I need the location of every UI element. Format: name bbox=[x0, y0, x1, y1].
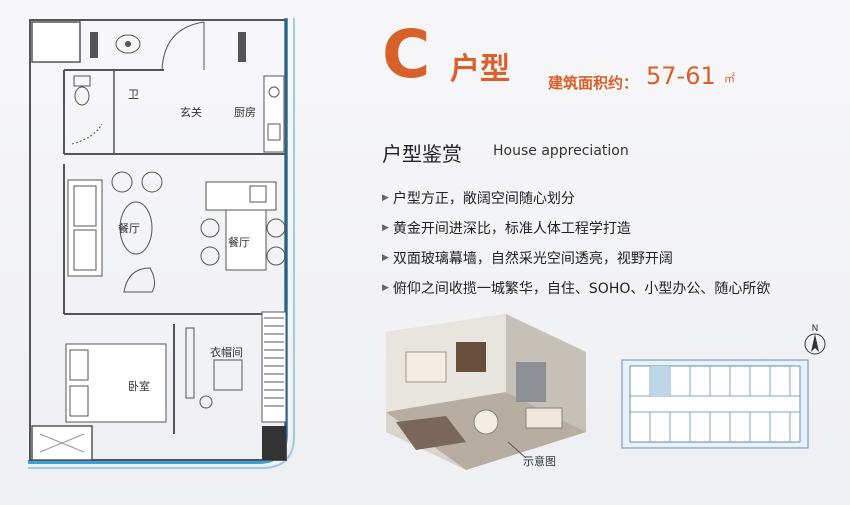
feature-item: ▶户型方正，敞阔空间随心划分 bbox=[382, 191, 575, 207]
room-label-kitchen: 厨房 bbox=[234, 106, 256, 119]
section-title: 户型鉴赏 bbox=[382, 142, 462, 166]
compass-icon: N bbox=[804, 324, 826, 355]
room-label-dining: 餐厅 bbox=[228, 236, 250, 249]
room-label-bedroom: 卧室 bbox=[128, 380, 150, 393]
room-label-bath: 卫 bbox=[128, 88, 139, 101]
floor-plan: 卫 玄关 厨房 餐厅 餐厅 衣帽间 卧室 bbox=[24, 14, 314, 474]
room-label-living: 餐厅 bbox=[118, 222, 140, 235]
bullet-arrow-icon: ▶ bbox=[382, 253, 389, 263]
area-label: 建筑面积约： bbox=[548, 74, 639, 92]
feature-item: ▶双面玻璃幕墙，自然采光空间透亮，视野开阔 bbox=[382, 251, 673, 267]
section-subtitle: House appreciation bbox=[493, 143, 629, 159]
area-unit: ㎡ bbox=[724, 72, 735, 85]
feature-item: ▶黄金开间进深比，标准人体工程学打造 bbox=[382, 221, 631, 237]
building-key-plan bbox=[620, 358, 810, 454]
room-label-entrance: 玄关 bbox=[180, 106, 202, 119]
bullet-arrow-icon: ▶ bbox=[382, 283, 389, 293]
area-value: 57-61 bbox=[646, 62, 716, 90]
svg-text:N: N bbox=[812, 324, 819, 334]
bullet-arrow-icon: ▶ bbox=[382, 193, 389, 203]
floor-plan-drawing bbox=[28, 18, 295, 469]
compass: N bbox=[800, 322, 830, 360]
unit-type-suffix: 户型 bbox=[450, 52, 510, 87]
room-label-wardrobe: 衣帽间 bbox=[210, 346, 243, 359]
feature-item: ▶俯仰之间收揽一城繁华，自住、SOHO、小型办公、随心所欲 bbox=[382, 281, 771, 297]
3d-render-illustration bbox=[376, 312, 616, 476]
bullet-arrow-icon: ▶ bbox=[382, 223, 389, 233]
feature-list: ▶户型方正，敞阔空间随心划分 ▶黄金开间进深比，标准人体工程学打造 ▶双面玻璃幕… bbox=[382, 183, 770, 303]
render-caption: 示意图 bbox=[523, 455, 556, 468]
unit-type-letter: C bbox=[382, 16, 431, 93]
